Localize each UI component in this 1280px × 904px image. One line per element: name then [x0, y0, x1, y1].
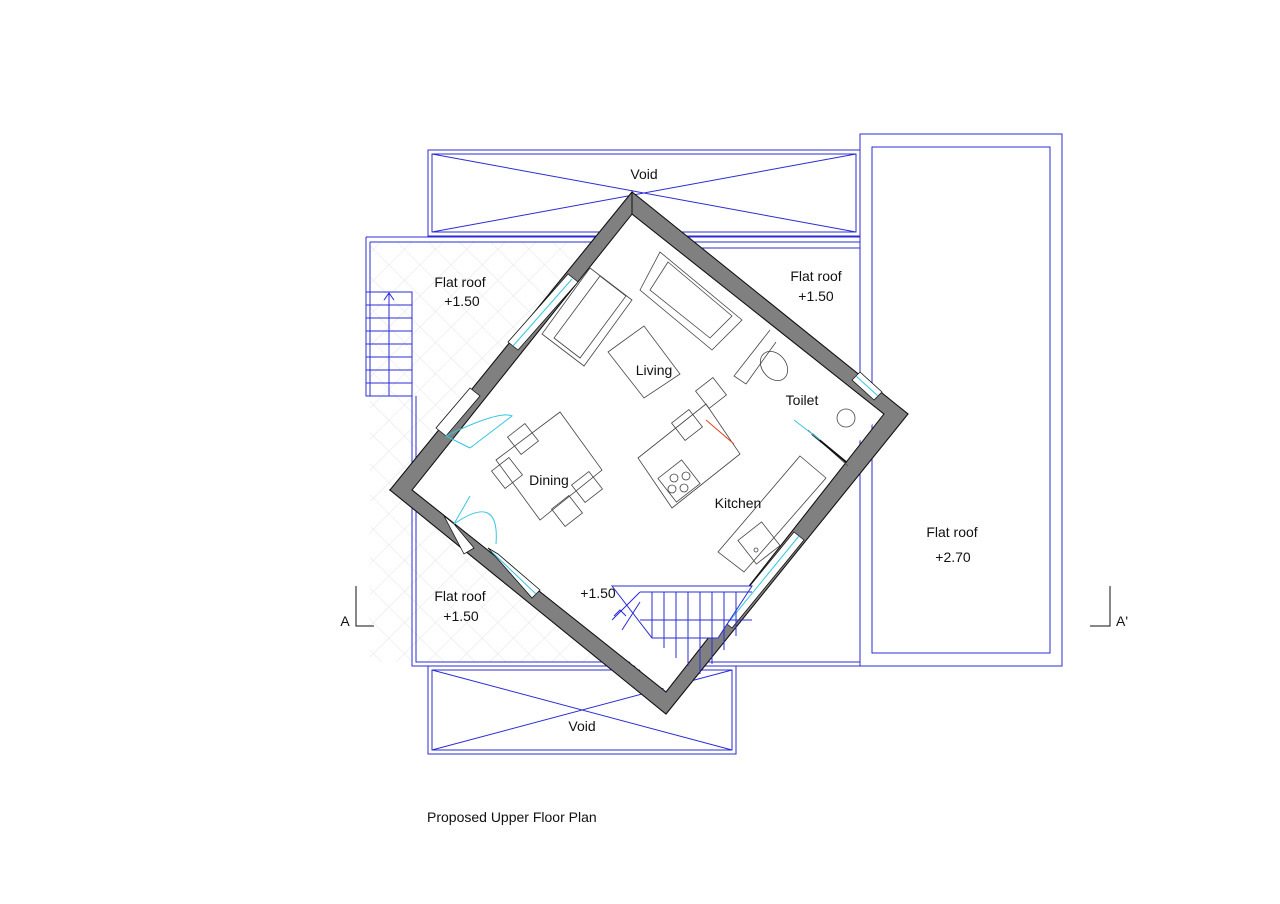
- flat-roof-right-label: Flat roof: [926, 524, 977, 540]
- flat-roof-left-top-label: Flat roof: [434, 274, 485, 290]
- house-footprint: [388, 190, 909, 715]
- flat-roof-right-level: +2.70: [935, 549, 971, 565]
- flat-roof-right-top-level: +1.50: [798, 288, 834, 304]
- interior-furniture: [445, 251, 856, 674]
- section-marker-a-prime: [1090, 586, 1111, 627]
- stair-level-label: +1.50: [580, 585, 616, 601]
- section-label-a: A: [340, 613, 350, 629]
- room-label-living: Living: [636, 362, 673, 378]
- drawing-title: Proposed Upper Floor Plan: [427, 809, 597, 825]
- void-bottom-label: Void: [568, 718, 595, 734]
- room-label-kitchen: Kitchen: [715, 495, 762, 511]
- flat-roof-left-bottom-level: +1.50: [443, 608, 479, 624]
- flat-roof-left-bottom-label: Flat roof: [434, 588, 485, 604]
- flat-roof-right-top-label: Flat roof: [790, 268, 841, 284]
- section-marker-a: [355, 586, 374, 627]
- room-label-dining: Dining: [529, 472, 569, 488]
- void-top-label: Void: [630, 166, 657, 182]
- section-label-a-prime: A': [1116, 613, 1128, 629]
- flat-roof-left-top-level: +1.50: [444, 293, 480, 309]
- external-stair: [365, 291, 413, 397]
- room-label-toilet: Toilet: [786, 392, 819, 408]
